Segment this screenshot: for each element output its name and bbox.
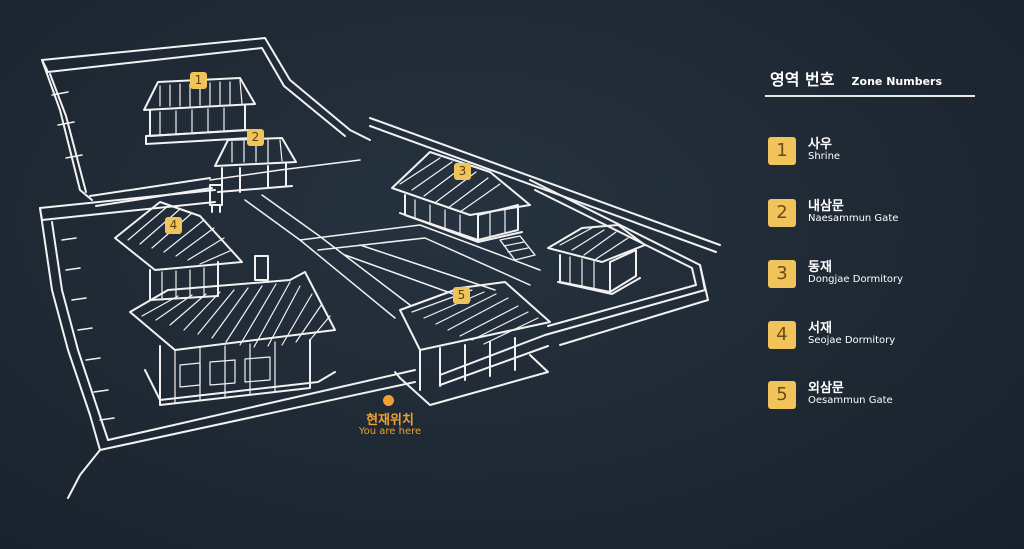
legend-item-seojae-dormitory[interactable]: 4 서재 Seojae Dormitory bbox=[768, 317, 968, 349]
legend-name-en: Oesammun Gate bbox=[808, 395, 893, 406]
map-marker-2[interactable]: 2 bbox=[247, 129, 264, 146]
legend-name-en: Seojae Dormitory bbox=[808, 335, 896, 346]
legend-item-naesammun-gate[interactable]: 2 내삼문 Naesammun Gate bbox=[768, 195, 968, 227]
legend-item-oesammun-gate[interactable]: 5 외삼문 Oesammun Gate bbox=[768, 377, 968, 409]
legend-name-en: Shrine bbox=[808, 151, 841, 162]
legend-name-ko: 외삼문 bbox=[808, 381, 844, 396]
map-marker-1[interactable]: 1 bbox=[190, 72, 207, 89]
legend-number-badge: 3 bbox=[768, 260, 796, 288]
legend-title-ko: 영역 번호 bbox=[770, 70, 835, 89]
building-seojae-dormitory bbox=[114, 201, 269, 301]
you-are-here-label-en: You are here bbox=[358, 426, 422, 437]
legend-name-en: Naesammun Gate bbox=[808, 213, 899, 224]
map-marker-4[interactable]: 4 bbox=[165, 217, 182, 234]
legend-number-badge: 5 bbox=[768, 381, 796, 409]
legend-title-en: Zone Numbers bbox=[851, 75, 943, 88]
legend-name-en: Dongjae Dormitory bbox=[808, 274, 904, 285]
legend-name-ko: 내삼문 bbox=[808, 199, 844, 214]
legend-name-ko: 서재 bbox=[808, 321, 832, 336]
you-are-here-label-ko: 현재위치 bbox=[366, 413, 414, 428]
lower-compound-wall bbox=[39, 117, 721, 499]
upper-compound-wall bbox=[41, 37, 371, 207]
legend-divider bbox=[765, 95, 975, 97]
legend-number-badge: 1 bbox=[768, 137, 796, 165]
building-naesammun-gate bbox=[209, 137, 297, 213]
legend-name-ko: 사우 bbox=[808, 137, 832, 152]
legend-number-badge: 4 bbox=[768, 321, 796, 349]
legend-number-badge: 2 bbox=[768, 199, 796, 227]
you-are-here-dot bbox=[383, 395, 394, 406]
building-side-storehouse bbox=[547, 224, 646, 295]
building-oesammun-gate bbox=[394, 281, 551, 406]
legend-name-ko: 동재 bbox=[808, 260, 832, 275]
building-dongjae-dormitory bbox=[391, 151, 536, 261]
legend-title: 영역 번호 Zone Numbers bbox=[770, 66, 942, 90]
courtyard-paths bbox=[209, 159, 541, 319]
building-lecture-hall bbox=[129, 271, 336, 406]
building-shrine bbox=[143, 77, 256, 145]
legend-item-dongjae-dormitory[interactable]: 3 동재 Dongjae Dormitory bbox=[768, 256, 968, 288]
map-marker-5[interactable]: 5 bbox=[453, 287, 470, 304]
legend-item-shrine[interactable]: 1 사우 Shrine bbox=[768, 133, 968, 165]
map-marker-3[interactable]: 3 bbox=[454, 163, 471, 180]
